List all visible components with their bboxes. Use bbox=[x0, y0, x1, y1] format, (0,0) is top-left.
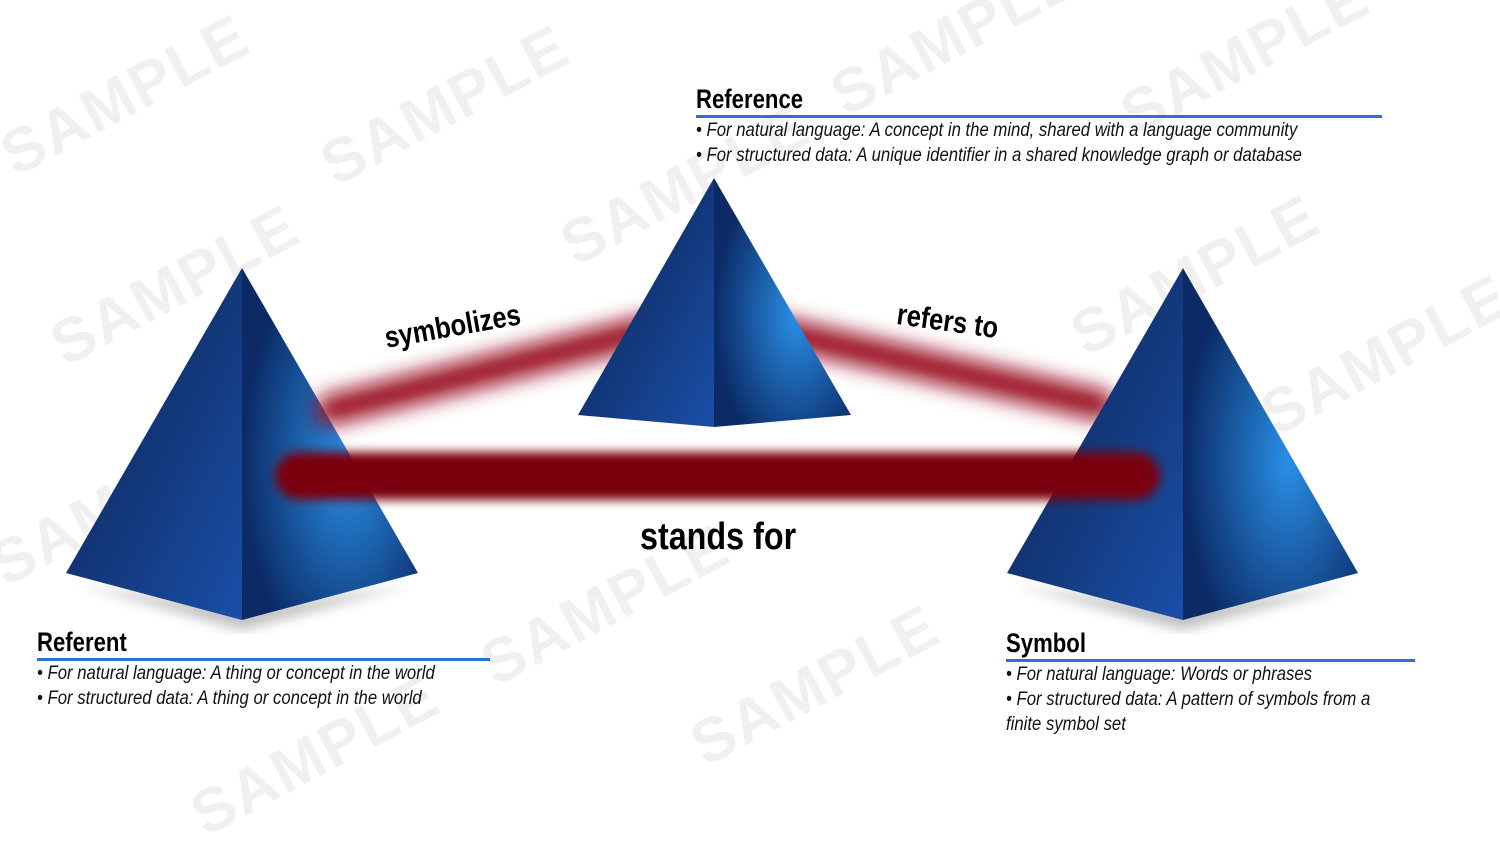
reference-title: Reference bbox=[696, 84, 804, 114]
stands-for-bar bbox=[275, 452, 1160, 500]
referent-line: • For structured data: A thing or concep… bbox=[37, 688, 422, 709]
symbol-rule bbox=[1006, 659, 1415, 662]
reference-rule bbox=[696, 115, 1382, 118]
symbol-block: Symbol • For natural language: Words or … bbox=[1006, 628, 1415, 737]
symbol-title: Symbol bbox=[1006, 628, 1086, 658]
referent-rule bbox=[37, 658, 490, 661]
symbolizes-bar bbox=[315, 315, 665, 425]
referent-pyramid bbox=[66, 268, 418, 620]
symbol-line: finite symbol set bbox=[1006, 714, 1126, 735]
refers-to-bar bbox=[755, 315, 1115, 420]
reference-block: Reference • For natural language: A conc… bbox=[696, 84, 1382, 168]
diagram-art bbox=[66, 178, 1358, 630]
stands-for-label: stands for bbox=[640, 516, 797, 558]
symbol-line: • For natural language: Words or phrases bbox=[1006, 664, 1313, 685]
reference-line: • For natural language: A concept in the… bbox=[696, 120, 1298, 141]
referent-title: Referent bbox=[37, 627, 127, 657]
reference-line: • For structured data: A unique identifi… bbox=[696, 145, 1302, 166]
referent-line: • For natural language: A thing or conce… bbox=[37, 663, 435, 684]
reference-pyramid bbox=[578, 178, 851, 427]
symbol-line: • For structured data: A pattern of symb… bbox=[1006, 689, 1371, 710]
referent-block: Referent • For natural language: A thing… bbox=[37, 627, 490, 711]
symbol-pyramid bbox=[1007, 268, 1358, 620]
